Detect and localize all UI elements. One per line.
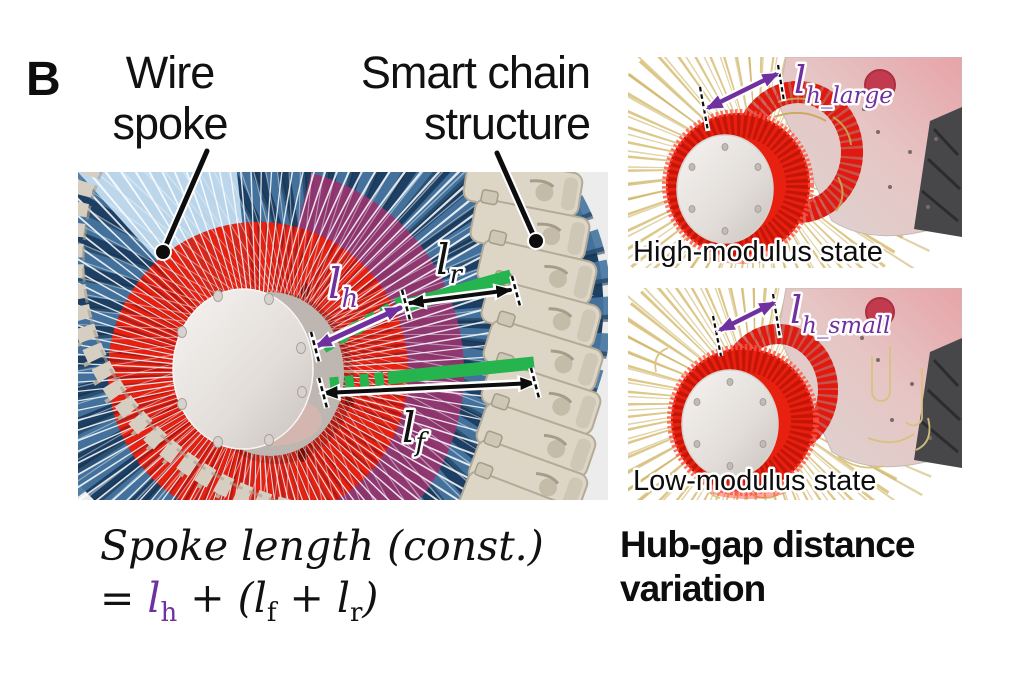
measure-arrows	[311, 283, 540, 402]
wire-spoke-line1: Wire	[125, 47, 215, 98]
smart-chain-line1: Smart chain	[360, 47, 591, 98]
hub-disc	[172, 288, 354, 464]
spoke-length-formula: Spoke length (const.) = lh + (lf + lr)	[100, 520, 610, 639]
gold-loops	[654, 346, 931, 499]
lr-arrow	[407, 285, 513, 308]
plate-screws	[860, 336, 932, 440]
smart-chain-line2: structure	[423, 98, 591, 149]
wire-spoke-callout: Wire spoke	[95, 47, 245, 149]
left-chain	[78, 172, 293, 500]
hub-gap-line1: Hub-gap distance	[620, 524, 915, 565]
lf-term: lf	[253, 574, 277, 629]
machine-frame	[914, 107, 962, 237]
gap-label-low: lh_small	[790, 288, 891, 339]
hub-gap-line2: variation	[620, 568, 766, 609]
dashed-ticks	[308, 275, 542, 409]
lh-term: lh	[147, 574, 178, 629]
plate-screws	[862, 107, 938, 209]
gap-wires	[773, 97, 852, 212]
smart-chain-callout: Smart chain structure	[290, 47, 591, 149]
lf-arrow	[321, 377, 537, 399]
state-panel-high: lh_large High-modulus state	[628, 57, 962, 268]
red-wheel-front	[662, 109, 814, 264]
lr-term: lr	[336, 574, 363, 629]
state-label-high: High-modulus state	[633, 236, 883, 268]
lh-arrow	[314, 305, 403, 349]
gap-arrow-high	[703, 69, 782, 113]
formula-line1: Spoke length (const.)	[100, 522, 544, 570]
panel-label: B	[26, 53, 61, 106]
wire-spoke-line2: spoke	[112, 98, 228, 149]
machine-frame	[914, 338, 962, 468]
hub-gap-caption: Hub-gap distance variation	[620, 523, 1000, 611]
plate-hole	[865, 297, 895, 327]
gap-arrow-low	[715, 298, 779, 335]
main-figure-image: lh lr lf	[78, 172, 608, 500]
hub-screws	[177, 290, 307, 448]
formula-line2: = lh + (lf + lr)	[100, 574, 379, 629]
plate-hole	[864, 69, 896, 101]
red-wheel-front	[667, 344, 819, 499]
gap-label-high: lh_large	[794, 58, 893, 109]
lh-label: lh	[328, 259, 358, 314]
state-label-low: Low-modulus state	[633, 465, 876, 497]
state-panel-low: lh_small Low-modulus state	[628, 288, 962, 500]
lr-label: lr	[436, 235, 463, 290]
